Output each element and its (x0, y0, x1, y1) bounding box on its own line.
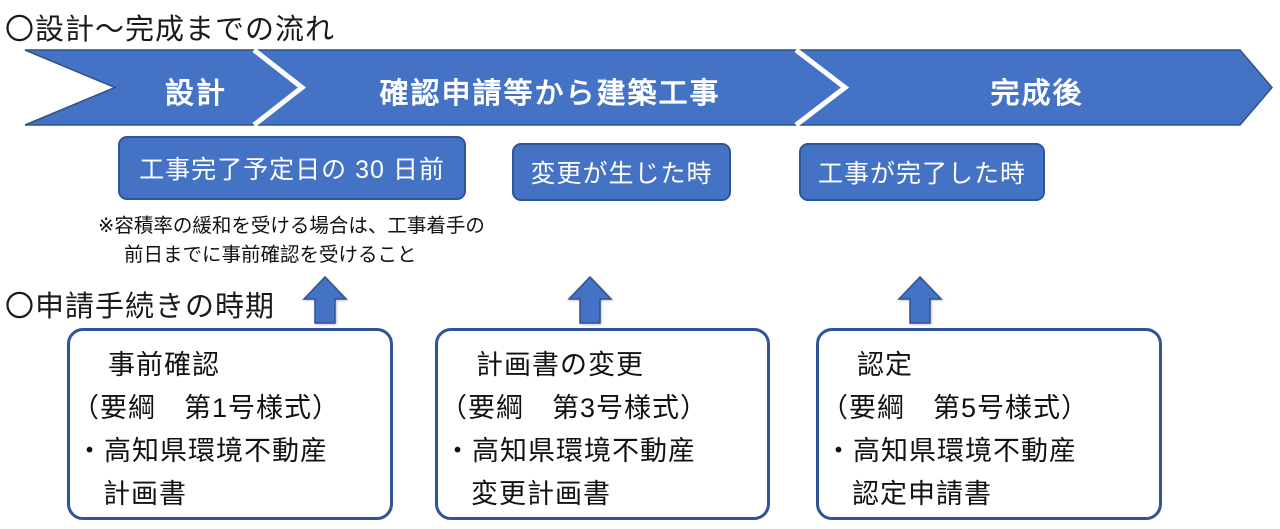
procedure-box-doc-line2: 計画書 (103, 479, 187, 509)
chevron-separator-icon (252, 48, 307, 127)
up-arrow-icon (897, 275, 943, 324)
timing-box-completed: 工事が完了した時 (799, 143, 1045, 201)
chevron-separator-icon (794, 48, 850, 127)
footnote-line1: ※容積率の緩和を受ける場合は、工事着手の (98, 215, 485, 237)
procedure-box-title: 事前確認 (108, 350, 220, 380)
footnote: ※容積率の緩和を受ける場合は、工事着手の 前日までに事前確認を受けること (98, 212, 485, 270)
procedure-box-title: 計画書の変更 (476, 350, 644, 380)
page-title: 〇設計〜完成までの流れ (5, 14, 336, 46)
procedure-box-doc-line1: ・高知県環境不動産 (825, 436, 1077, 466)
timing-box-before-completion: 工事完了予定日の 30 日前 (118, 136, 466, 200)
procedure-box-form: （要綱 第5号様式） (821, 393, 1090, 423)
timing-box-change: 変更が生じた時 (512, 143, 731, 201)
banner-arrow-shape (24, 49, 1273, 126)
procedure-box-plan-change: 計画書の変更 （要綱 第3号様式） ・高知県環境不動産 変更計画書 (435, 328, 770, 520)
up-arrow-icon (302, 275, 348, 324)
procedure-box-title: 認定 (857, 350, 913, 380)
procedure-box-doc-line1: ・高知県環境不動産 (444, 436, 696, 466)
timing-box-label: 工事完了予定日の 30 日前 (139, 156, 445, 184)
timing-box-label: 変更が生じた時 (530, 160, 713, 188)
procedure-box-doc-line2: 変更計画書 (471, 479, 611, 509)
procedure-box-doc-line1: ・高知県環境不動産 (76, 436, 328, 466)
banner-phase-completion-label: 完成後 (990, 78, 1084, 110)
procedure-box-form: （要綱 第1号様式） (72, 393, 341, 423)
procedure-box-doc-line2: 認定申請書 (852, 479, 992, 509)
procedure-box-preliminary-confirmation: 事前確認 （要綱 第1号様式） ・高知県環境不動産 計画書 (67, 328, 393, 520)
banner-phase-design-label: 設計 (164, 78, 228, 110)
footnote-line2: 前日までに事前確認を受けること (124, 244, 417, 266)
procedure-box-form: （要綱 第3号様式） (440, 393, 709, 423)
procedure-box-certification: 認定 （要綱 第5号様式） ・高知県環境不動産 認定申請書 (816, 328, 1162, 520)
up-arrow-icon (567, 275, 613, 324)
section-title-application-timing: 〇申請手続きの時期 (5, 291, 276, 323)
timing-box-label: 工事が完了した時 (817, 160, 1026, 188)
banner-phase-construction-label: 確認申請等から建築工事 (379, 78, 721, 110)
